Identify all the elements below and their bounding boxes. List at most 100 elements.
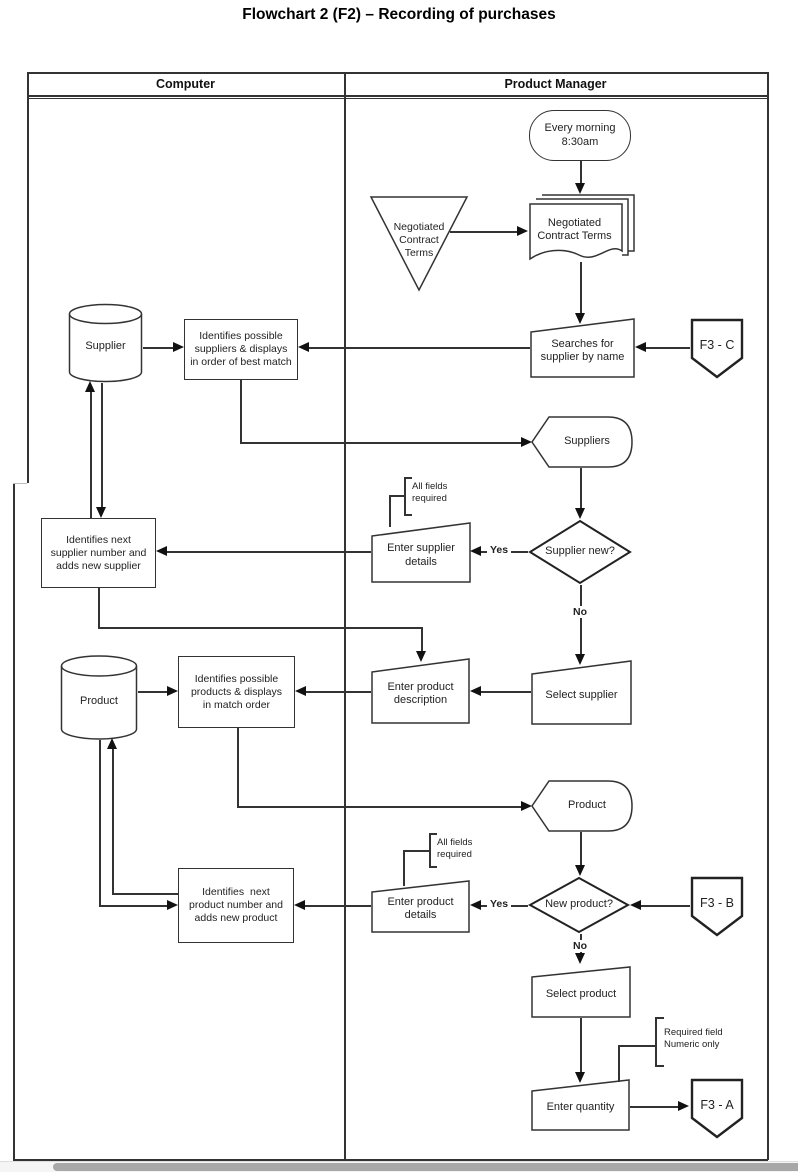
frame-left-border-lower xyxy=(13,483,15,1160)
find-suppliers-process: Identifies possible suppliers & displays… xyxy=(184,319,298,380)
supplier-new-decision: Supplier new? xyxy=(528,519,632,585)
connector-store-to-next-supplier xyxy=(101,383,103,508)
arrowhead xyxy=(470,900,481,910)
arrowhead xyxy=(521,801,532,811)
annotation-connector-v xyxy=(403,850,405,886)
f3b-label: F3 - B xyxy=(699,896,735,910)
find-products-process: Identifies possible products & displays … xyxy=(178,656,295,728)
connector-next-product-to-store xyxy=(112,749,114,893)
new-product-decision: New product? xyxy=(527,876,631,934)
connector-enter-desc-to-find-products xyxy=(306,691,371,693)
select-supplier-manual-input: Select supplier xyxy=(531,660,632,725)
enter-supplier-details-manual-input: Enter supplier details xyxy=(371,522,471,583)
arrowhead xyxy=(575,1072,585,1083)
arrowhead xyxy=(470,686,481,696)
f3a-label: F3 - A xyxy=(700,1098,734,1112)
arrowhead xyxy=(416,651,426,662)
connector-supplierdb-to-find-suppliers xyxy=(143,347,173,349)
connector-start-to-docs xyxy=(580,161,582,184)
arrowhead xyxy=(575,953,585,964)
annotation-bracket-product xyxy=(429,833,431,868)
enter-quantity-label: Enter quantity xyxy=(546,1100,615,1113)
connector-select-product-to-quantity xyxy=(580,1018,582,1072)
arrowhead xyxy=(575,865,585,876)
connector-next-supplier-to-store xyxy=(90,392,92,519)
connector-triangle-to-docs xyxy=(450,231,518,233)
product-display: Product xyxy=(531,780,633,832)
connector-f3c-to-searches xyxy=(646,347,690,349)
find-products-label: Identifies possible products & displays … xyxy=(190,672,283,711)
arrowhead xyxy=(294,900,305,910)
lane-header-product-manager: Product Manager xyxy=(504,77,607,91)
start-terminator: Every morning 8:30am xyxy=(529,110,631,161)
contract-docs-label: Negotiated Contract Terms xyxy=(537,216,612,243)
arrowhead xyxy=(167,900,178,910)
annotation-bracket-supplier xyxy=(404,477,406,516)
process-shape xyxy=(178,868,294,943)
product-db-label: Product xyxy=(80,694,118,707)
connector-find-suppliers-elbow-v xyxy=(240,380,242,442)
enter-product-details-manual-input: Enter product details xyxy=(371,880,470,933)
annotation-connector-h xyxy=(618,1045,655,1047)
next-product-process: Identifies next product number and adds … xyxy=(178,868,294,943)
arrowhead xyxy=(575,508,585,519)
arrowhead xyxy=(521,437,532,447)
arrowhead xyxy=(575,183,585,194)
arrowhead xyxy=(470,546,481,556)
connector-find-suppliers-elbow-h xyxy=(240,442,522,444)
arrowhead xyxy=(575,313,585,324)
connector-docs-to-searches xyxy=(580,262,582,313)
connector-next-supplier-across xyxy=(98,627,422,629)
connector-supplier-no xyxy=(580,585,582,654)
connector-find-products-elbow-v xyxy=(237,728,239,806)
connector-find-products-elbow-h xyxy=(237,806,522,808)
enter-product-desc-label: Enter product description xyxy=(387,680,454,707)
process-shape xyxy=(184,319,298,380)
arrowhead xyxy=(678,1101,689,1111)
horizontal-scrollbar-thumb[interactable] xyxy=(53,1163,798,1171)
connector-f3b-to-new-product xyxy=(641,905,690,907)
edge-label-yes-supplier: Yes xyxy=(487,544,512,556)
annotation-bracket-quantity xyxy=(655,1017,657,1067)
searches-label: Searches for supplier by name xyxy=(540,337,625,364)
arrowhead xyxy=(96,507,106,518)
suppliers-display: Suppliers xyxy=(531,416,633,468)
annotation-bracket-tick xyxy=(429,833,437,835)
page-title: Flowchart 2 (F2) – Recording of purchase… xyxy=(242,6,556,23)
arrowhead xyxy=(173,342,184,352)
supplier-db-label: Supplier xyxy=(85,340,126,353)
suppliers-display-label: Suppliers xyxy=(564,435,610,448)
annotation-bracket-tick xyxy=(655,1065,664,1067)
contract-terms-multidocument: Negotiated Contract Terms xyxy=(529,194,636,270)
annotation-bracket-tick xyxy=(404,477,412,479)
product-datastore-cylinder: Product xyxy=(60,655,138,740)
connector-display-to-new-product xyxy=(580,832,582,865)
new-product-label: New product? xyxy=(545,898,613,911)
connector-display-to-supplier-new xyxy=(580,468,582,508)
annotation-connector-h xyxy=(403,850,429,852)
header-underline-2 xyxy=(27,98,769,99)
connector-enter-product-to-next-product xyxy=(305,905,371,907)
enter-product-label: Enter product details xyxy=(387,895,454,922)
header-underline-1 xyxy=(27,95,769,97)
enter-product-description-manual-input: Enter product description xyxy=(371,658,470,724)
enter-quantity-manual-input: Enter quantity xyxy=(531,1079,630,1131)
edge-label-yes-product: Yes xyxy=(487,898,512,910)
arrowhead xyxy=(635,342,646,352)
arrowhead xyxy=(517,226,528,236)
select-product-manual-input: Select product xyxy=(531,966,631,1018)
arrowhead xyxy=(156,546,167,556)
process-shape xyxy=(178,656,295,728)
supplier-datastore-cylinder: Supplier xyxy=(68,303,143,383)
connector-searches-to-find-suppliers xyxy=(309,347,530,349)
frame-right-border xyxy=(767,72,769,1160)
arrowhead xyxy=(298,342,309,352)
searches-supplier-manual-input: Searches for supplier by name xyxy=(530,318,635,378)
annotation-supplier-fields: All fields required xyxy=(412,481,448,504)
lane-divider xyxy=(344,72,346,1160)
annotation-connector-h xyxy=(389,495,404,497)
edge-label-no-supplier: No xyxy=(570,606,590,618)
annotation-bracket-tick xyxy=(429,866,437,868)
arrowhead xyxy=(167,686,178,696)
